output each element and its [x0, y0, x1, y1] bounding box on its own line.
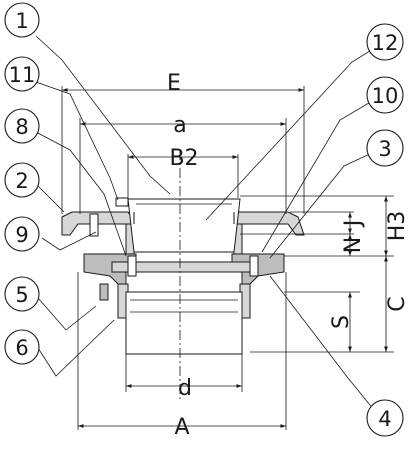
callout-12: 12	[366, 23, 404, 61]
dim-label-J: J	[341, 220, 366, 229]
dim-label-E: E	[167, 71, 181, 96]
callout-11-label: 11	[9, 63, 36, 87]
dim-label-A: A	[174, 415, 189, 440]
callout-3: 3	[366, 129, 404, 167]
dim-label-d: d	[178, 376, 192, 401]
callout-10-label: 10	[372, 84, 399, 108]
callout-2-label: 2	[15, 169, 28, 193]
dim-label-S: S	[329, 315, 354, 329]
callout-6: 6	[4, 329, 40, 365]
callout-6-label: 6	[15, 336, 28, 360]
callout-8-label: 8	[15, 115, 28, 139]
callout-8: 8	[4, 108, 40, 144]
callout-11: 11	[4, 56, 40, 92]
callout-10: 10	[366, 76, 404, 114]
callout-9-label: 9	[15, 223, 28, 247]
callout-1-label: 1	[15, 9, 28, 33]
callout-12-label: 12	[372, 31, 399, 55]
callout-9: 9	[4, 216, 40, 252]
dim-label-B2: B2	[169, 146, 198, 171]
dim-label-a: a	[173, 113, 186, 138]
dimension-lines	[61, 86, 394, 430]
callout-4-label: 4	[378, 407, 391, 431]
callout-4: 4	[366, 399, 404, 437]
callout-1: 1	[4, 2, 40, 38]
callout-3-label: 3	[378, 137, 391, 161]
callout-2: 2	[4, 162, 40, 198]
drain-body	[61, 197, 305, 355]
dim-label-N: N	[341, 237, 366, 253]
callout-5: 5	[4, 276, 40, 312]
leader-lines	[35, 35, 379, 411]
dim-label-C: C	[385, 296, 410, 311]
dim-label-H3: H3	[385, 211, 410, 242]
callout-5-label: 5	[15, 283, 28, 307]
